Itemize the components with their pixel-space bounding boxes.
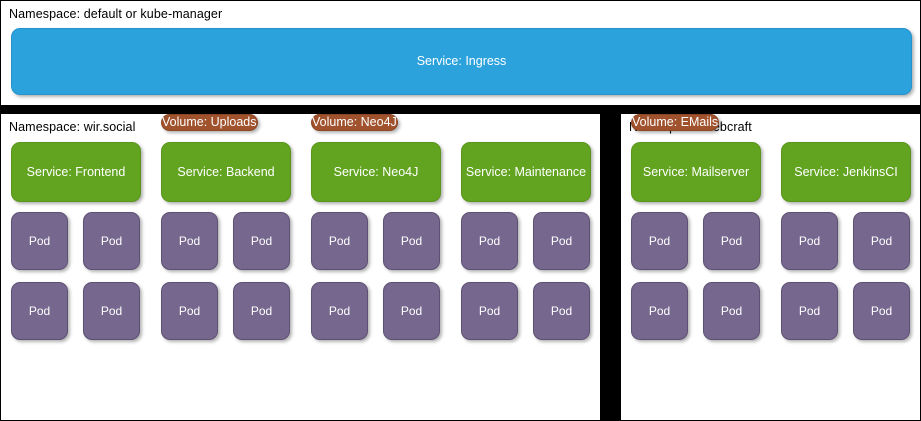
pod[interactable]: Pod xyxy=(461,212,518,270)
namespace-panel-wir-social: Namespace: wir.social Service: Frontend … xyxy=(0,113,601,421)
namespace-panel-webcraft: Namespace: webcraft Service: Mailserver … xyxy=(620,113,921,421)
pod[interactable]: Pod xyxy=(11,212,68,270)
namespace-panel-default: Namespace: default or kube-manager Servi… xyxy=(0,0,921,106)
pod[interactable]: Pod xyxy=(461,282,518,340)
pod[interactable]: Pod xyxy=(83,282,140,340)
pod[interactable]: Pod xyxy=(781,212,838,270)
service-backend[interactable]: Service: Backend xyxy=(161,142,291,202)
pod[interactable]: Pod xyxy=(853,212,910,270)
pod[interactable]: Pod xyxy=(631,212,688,270)
namespace-label-wir-social: Namespace: wir.social xyxy=(9,120,136,134)
pod[interactable]: Pod xyxy=(703,282,760,340)
pod[interactable]: Pod xyxy=(161,212,218,270)
service-neo4j[interactable]: Service: Neo4J xyxy=(311,142,441,202)
pod[interactable]: Pod xyxy=(533,212,590,270)
pod[interactable]: Pod xyxy=(853,282,910,340)
pod[interactable]: Pod xyxy=(703,212,760,270)
volume-neo4j[interactable]: Volume: Neo4J xyxy=(311,114,398,131)
pod[interactable]: Pod xyxy=(233,282,290,340)
pod[interactable]: Pod xyxy=(631,282,688,340)
pod[interactable]: Pod xyxy=(83,212,140,270)
pod[interactable]: Pod xyxy=(383,212,440,270)
service-mailserver[interactable]: Service: Mailserver xyxy=(631,142,761,202)
service-ingress[interactable]: Service: Ingress xyxy=(11,28,912,95)
pod[interactable]: Pod xyxy=(161,282,218,340)
pod[interactable]: Pod xyxy=(233,212,290,270)
pod[interactable]: Pod xyxy=(311,282,368,340)
service-jenkinsci[interactable]: Service: JenkinsCI xyxy=(781,142,911,202)
service-frontend[interactable]: Service: Frontend xyxy=(11,142,141,202)
volume-uploads[interactable]: Volume: Uploads xyxy=(161,114,258,131)
service-maintenance[interactable]: Service: Maintenance xyxy=(461,142,591,202)
volume-emails[interactable]: Volume: EMails xyxy=(631,114,720,131)
pod[interactable]: Pod xyxy=(533,282,590,340)
pod[interactable]: Pod xyxy=(781,282,838,340)
pod[interactable]: Pod xyxy=(311,212,368,270)
pod[interactable]: Pod xyxy=(383,282,440,340)
pod[interactable]: Pod xyxy=(11,282,68,340)
namespace-label-default: Namespace: default or kube-manager xyxy=(9,7,223,21)
